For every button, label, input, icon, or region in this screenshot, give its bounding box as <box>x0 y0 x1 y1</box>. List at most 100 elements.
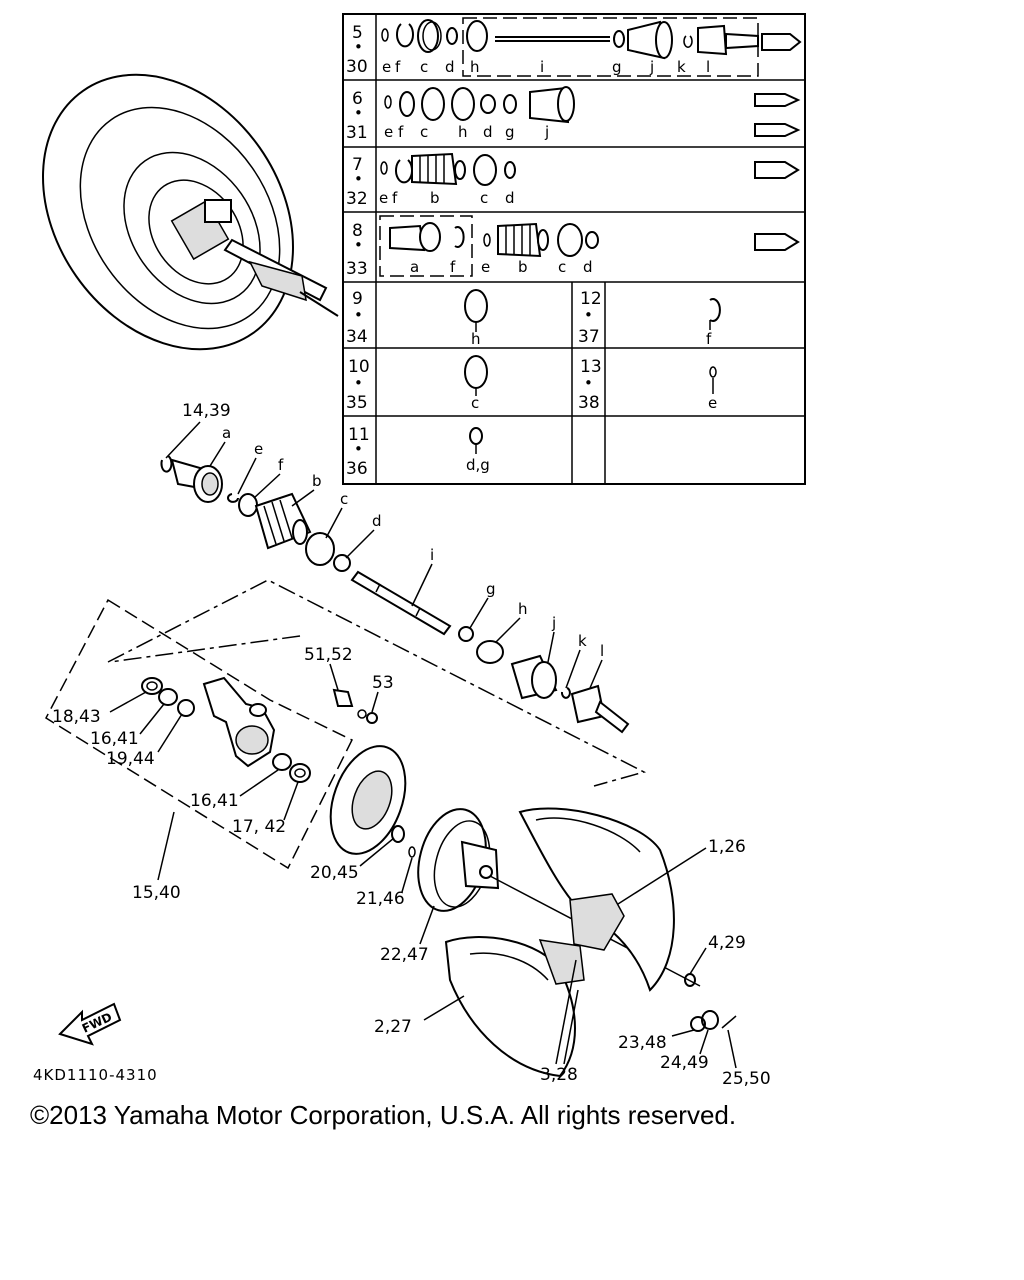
row-ref-bottom: 34 <box>346 327 368 347</box>
callout-19-44: 19,44 <box>106 749 155 769</box>
row-ref-bottom: 38 <box>578 393 600 413</box>
callout-24-49: 24,49 <box>660 1053 709 1073</box>
part-letter: e <box>708 394 717 412</box>
part-letter: f <box>398 123 404 141</box>
part-letter: b <box>430 189 440 207</box>
part-letter: e <box>384 123 393 141</box>
part-letter: d <box>483 123 493 141</box>
table-row-3-parts <box>380 152 800 186</box>
part-letter: c <box>340 490 348 508</box>
row-ref-bottom: 31 <box>346 123 368 143</box>
shaft-letter-callouts: a e f b c d i g h j k l <box>209 424 604 689</box>
table-row-letters: e f c d h i g j k l e f c h d g j e f b … <box>379 58 710 276</box>
part-letter: e <box>254 440 263 458</box>
callout-14-39: 14,39 <box>182 401 231 421</box>
callout-53: 53 <box>372 673 394 693</box>
part-letter: e <box>382 58 391 76</box>
part-letter: j <box>551 614 556 632</box>
table-row-4-parts <box>389 222 800 258</box>
row-ref-top: 6 <box>352 89 363 109</box>
row-ref-top: 8 <box>352 221 363 241</box>
row-ref-dot: • <box>354 374 363 392</box>
row-ref-bottom: 30 <box>346 57 368 77</box>
callout-22-47: 22,47 <box>380 945 429 965</box>
row-ref-bottom: 37 <box>578 327 600 347</box>
drive-shaft-exploded-parts <box>160 455 630 734</box>
row-ref-top: 11 <box>348 425 370 445</box>
part-letter: d <box>445 58 455 76</box>
part-letter: f <box>392 189 398 207</box>
part-letter: l <box>706 58 710 76</box>
part-letter: d <box>583 258 593 276</box>
row-ref-bottom: 35 <box>346 393 368 413</box>
callout-16-41-b: 16,41 <box>190 791 239 811</box>
part-letter: f <box>278 456 284 474</box>
callout-3-28: 3,28 <box>540 1065 578 1085</box>
part-letter: j <box>649 58 654 76</box>
callout-21-46: 21,46 <box>356 889 405 909</box>
callout-18-43: 18,43 <box>52 707 101 727</box>
part-letter: k <box>578 632 587 650</box>
row-ref-dot: • <box>584 374 593 392</box>
table-row-1-parts <box>381 19 802 60</box>
wheel-assembly-illustration <box>42 73 339 351</box>
callout-23-48: 23,48 <box>618 1033 667 1053</box>
part-letter: f <box>706 330 712 348</box>
part-letter: c <box>420 123 428 141</box>
callout-2-27: 2,27 <box>374 1017 412 1037</box>
part-letter: g <box>505 123 515 141</box>
fwd-arrow-icon: FWD <box>58 1002 122 1046</box>
row-ref-dot: • <box>354 440 363 458</box>
row-ref-dot: • <box>354 104 363 122</box>
part-letter: g <box>612 58 622 76</box>
row-ref-top: 7 <box>352 155 363 175</box>
copyright-notice: ©2013 Yamaha Motor Corporation, U.S.A. A… <box>30 1100 737 1130</box>
row-ref-top: 12 <box>580 289 602 309</box>
part-letter: f <box>395 58 401 76</box>
knuckle-callouts: 51,52 53 18,43 16,41 19,44 16,41 17, 42 … <box>52 401 394 903</box>
part-letter: a <box>410 258 419 276</box>
callout-4-29: 4,29 <box>708 933 746 953</box>
row-ref-bottom: 36 <box>346 459 368 479</box>
part-letter: j <box>544 123 549 141</box>
part-letter: l <box>600 642 604 660</box>
part-letter: c <box>480 189 488 207</box>
table-row-2-parts <box>384 86 801 137</box>
part-letter: h <box>518 600 528 618</box>
part-letter: d,g <box>466 456 490 474</box>
table-single-part-cells: h c d,g f e <box>464 289 721 474</box>
callout-51-52: 51,52 <box>304 645 353 665</box>
row-ref-bottom: 33 <box>346 259 368 279</box>
row-ref-dot: • <box>354 236 363 254</box>
row-ref-bottom: 32 <box>346 189 368 209</box>
part-letter: i <box>430 546 434 564</box>
part-letter: h <box>471 330 481 348</box>
part-letter: e <box>379 189 388 207</box>
part-letter: c <box>420 58 428 76</box>
part-letter: h <box>470 58 480 76</box>
part-letter: d <box>372 512 382 530</box>
part-letter: f <box>450 258 456 276</box>
knuckle-group <box>45 579 647 870</box>
row-ref-dot: • <box>354 170 363 188</box>
part-letter: c <box>471 394 479 412</box>
part-letter: e <box>481 258 490 276</box>
callout-25-50: 25,50 <box>722 1069 771 1089</box>
part-letter: d <box>505 189 515 207</box>
row-ref-dot: • <box>584 306 593 324</box>
part-letter: b <box>312 472 322 490</box>
wheel-callouts: 20,45 21,46 22,47 1,26 4,29 2,27 23,48 2… <box>310 837 771 1089</box>
part-letter: i <box>540 58 544 76</box>
part-letter: c <box>558 258 566 276</box>
part-letter: k <box>677 58 686 76</box>
part-letter: h <box>458 123 468 141</box>
part-letter: a <box>222 424 231 442</box>
row-ref-top: 9 <box>352 289 363 309</box>
row-ref-top: 10 <box>348 357 370 377</box>
brake-hub-wheel <box>329 745 737 1078</box>
table-ref-numbers: 5 • 30 6 • 31 7 • 32 8 • 33 9 • 34 10 • … <box>346 23 602 479</box>
row-ref-dot: • <box>354 306 363 324</box>
part-letter: g <box>486 580 496 598</box>
part-letter: b <box>518 258 528 276</box>
